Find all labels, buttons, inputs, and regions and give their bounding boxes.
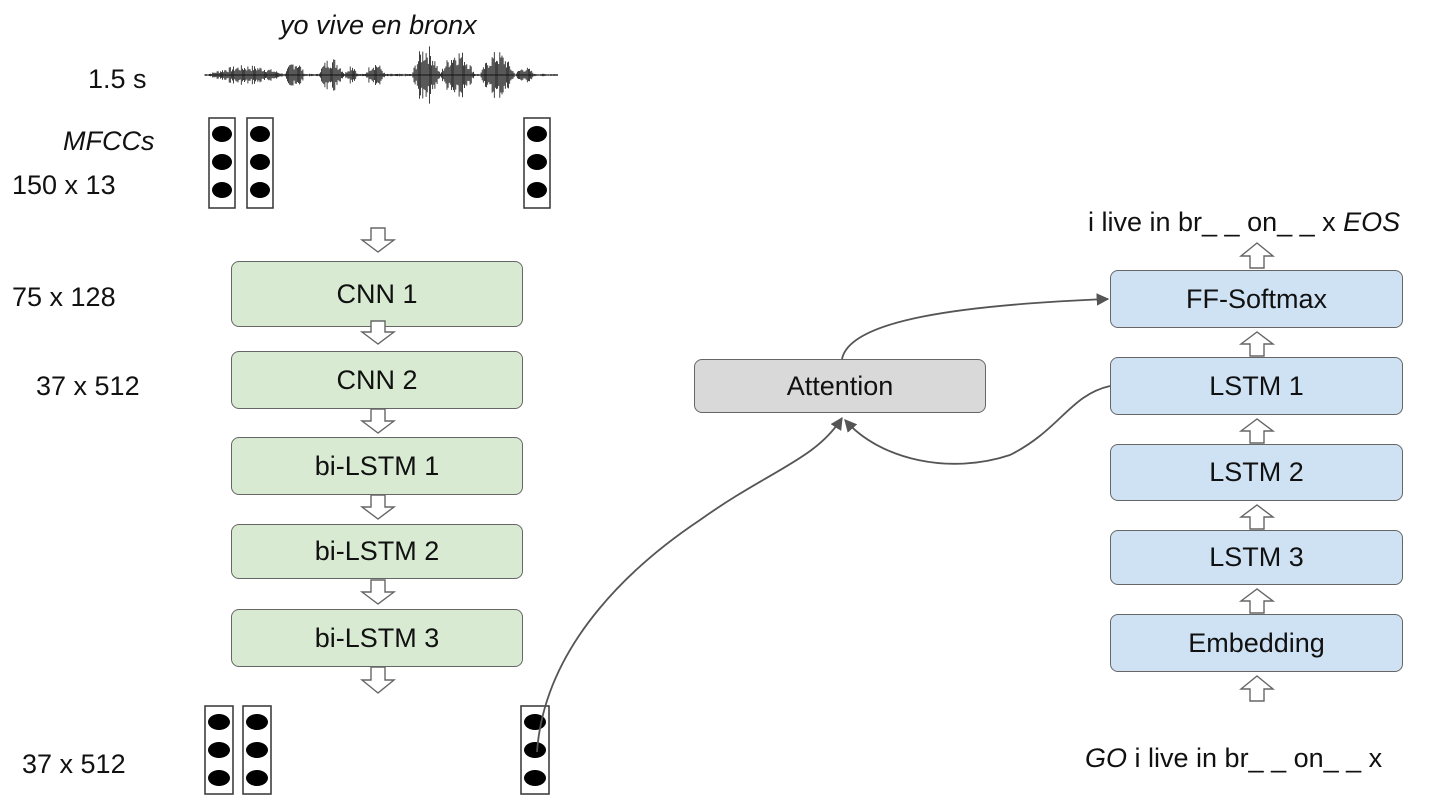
down-arrow-icon <box>359 408 397 434</box>
attention-label: Attention <box>786 370 894 401</box>
down-arrow-icon <box>359 227 397 253</box>
mfcc-label: MFCCs <box>63 126 155 156</box>
input-sequence-text: i live in br_ _ on_ _ x <box>1127 743 1383 773</box>
encoder-to-attention-connector <box>536 416 843 753</box>
down-arrow-icon <box>359 579 397 605</box>
ff-softmax-box: FF-Softmax <box>1110 270 1403 328</box>
cnn1-label: CNN 1 <box>336 278 418 309</box>
lstm3-label: LSTM 3 <box>1209 542 1304 572</box>
attention-box: Attention <box>694 359 986 413</box>
down-arrow-icon <box>359 494 397 520</box>
cnn2-label: CNN 2 <box>336 364 418 395</box>
mfcc-dims-label: 150 x 13 <box>12 170 116 200</box>
cnn2-box: CNN 2 <box>231 351 523 409</box>
lstm1-box: LSTM 1 <box>1110 357 1403 415</box>
down-arrow-icon <box>359 320 397 345</box>
block-arrows <box>359 227 1276 702</box>
up-arrow-icon <box>1239 242 1275 269</box>
eos-token: EOS <box>1343 207 1401 237</box>
duration-label: 1.5 s <box>88 64 147 94</box>
embedding-box: Embedding <box>1110 614 1403 672</box>
output-sequence: i live in br_ _ on_ _ x EOS <box>1088 209 1400 236</box>
bilstm3-label: bi-LSTM 3 <box>314 622 440 653</box>
lstm3-box: LSTM 3 <box>1110 530 1403 585</box>
attention-to-softmax-connector <box>841 293 1110 360</box>
output-sequence-text: i live in br_ _ on_ _ x <box>1088 207 1344 237</box>
encoder-output-vector-1 <box>204 705 234 795</box>
lstm2-label: LSTM 2 <box>1209 457 1304 487</box>
encoder-output-vector-2 <box>242 705 272 795</box>
cnn1-box: CNN 1 <box>231 261 523 327</box>
lstm2-box: LSTM 2 <box>1110 444 1403 501</box>
encoder-output-vector-last <box>520 705 550 795</box>
go-token: GO <box>1085 743 1128 773</box>
input-sequence: GO i live in br_ _ on_ _ x <box>1085 745 1382 772</box>
mfcc-vector-2 <box>246 117 274 209</box>
cnn1-dims-label: 75 x 128 <box>12 282 116 312</box>
bilstm3-box: bi-LSTM 3 <box>231 609 523 667</box>
utterance-label: yo vive en bronx <box>280 10 477 40</box>
up-arrow-icon <box>1238 331 1276 357</box>
cnn2-dims-label: 37 x 512 <box>36 371 140 401</box>
up-arrow-icon <box>1238 588 1276 614</box>
up-arrow-icon <box>1238 418 1276 444</box>
up-arrow-icon <box>1238 504 1276 530</box>
mfcc-vector-last <box>523 117 551 209</box>
embedding-label: Embedding <box>1188 627 1325 658</box>
output-dims-label: 37 x 512 <box>22 749 126 779</box>
down-arrow-icon <box>360 666 396 694</box>
ff-softmax-label: FF-Softmax <box>1185 283 1327 314</box>
bilstm1-box: bi-LSTM 1 <box>231 437 523 495</box>
mfcc-vector-1 <box>208 117 236 209</box>
bilstm2-box: bi-LSTM 2 <box>231 524 523 579</box>
waveform-icon <box>204 46 558 104</box>
bilstm1-label: bi-LSTM 1 <box>314 450 440 481</box>
up-arrow-icon <box>1239 675 1275 702</box>
lstm1-to-attention-connector <box>844 385 1111 465</box>
bilstm2-label: bi-LSTM 2 <box>314 536 440 566</box>
lstm1-label: LSTM 1 <box>1209 370 1304 401</box>
